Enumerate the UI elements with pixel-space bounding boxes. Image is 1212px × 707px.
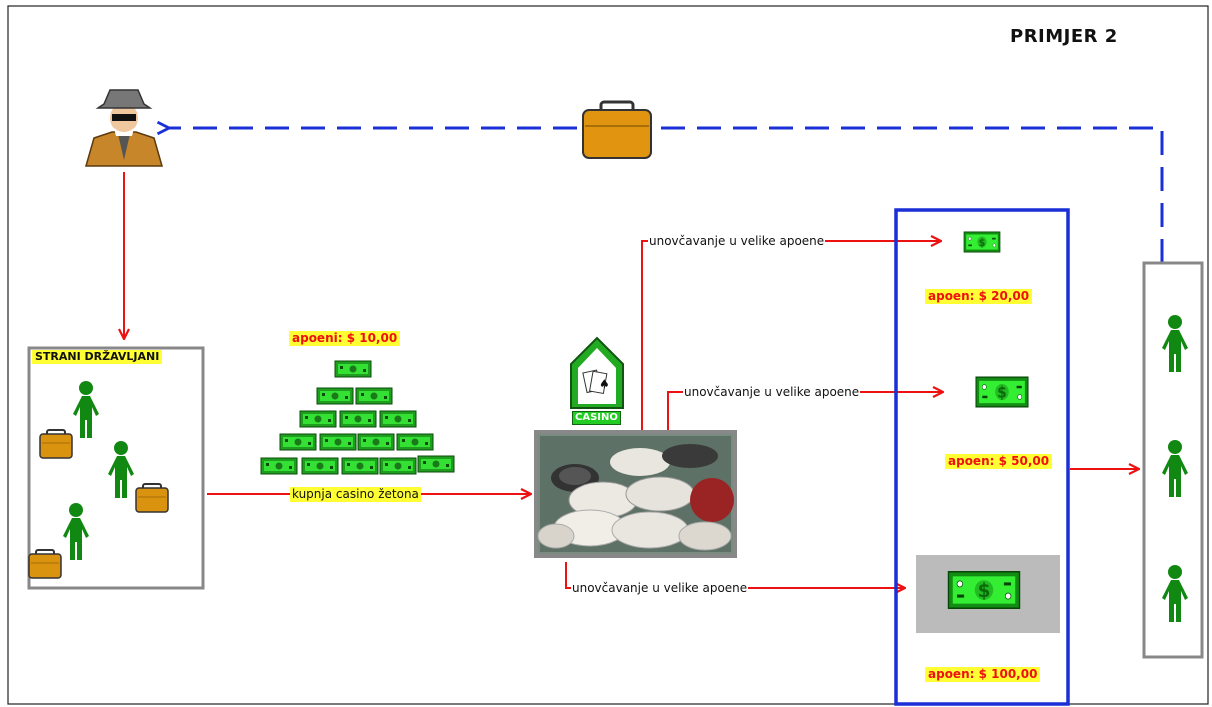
banknote-icon: [975, 376, 1029, 408]
banknote-icon: [319, 433, 357, 451]
briefcase-icon: [39, 429, 73, 459]
casino-icon: ♠: [570, 336, 624, 409]
banknote-icon: [379, 457, 417, 475]
cashout-label-100: unovčavanje u velike apoene: [571, 581, 749, 595]
banknote-icon: [417, 455, 455, 473]
banknote-icon: [279, 433, 317, 451]
group-label: STRANI DRŽAVLJANI: [32, 350, 163, 364]
banknote-pyramid: [260, 360, 455, 475]
output-box: [894, 208, 1070, 706]
denomination-50-label: apoen: $ 50,00: [945, 454, 1053, 469]
cashout-arrow-20: [641, 241, 940, 430]
cashout-label-20: unovčavanje u velike apoene: [648, 234, 826, 248]
casino-label: CASINO: [572, 411, 621, 425]
banknote-icon: [341, 457, 379, 475]
denomination-100-label: apoen: $ 100,00: [925, 667, 1041, 682]
svg-text:♠: ♠: [599, 377, 610, 391]
briefcase-icon: [28, 549, 62, 579]
briefcase-icon: [582, 100, 652, 159]
banknote-icon: [260, 457, 298, 475]
denomination-small-label: apoeni: $ 10,00: [289, 331, 401, 346]
page-title: PRIMJER 2: [1010, 26, 1118, 47]
banknote-icon: [301, 457, 339, 475]
banknote-icon: [339, 410, 377, 428]
banknote-icon: [379, 410, 417, 428]
briefcase-icon: [135, 483, 169, 513]
casino-chips-photo: [534, 430, 737, 558]
spy-icon: [85, 89, 163, 167]
denomination-20-label: apoen: $ 20,00: [925, 289, 1033, 304]
banknote-icon: [355, 387, 393, 405]
outer-frame: [7, 5, 1209, 705]
cashout-arrow-100: [565, 562, 904, 588]
return-arrow: [168, 128, 1164, 263]
buy-chips-label: kupnja casino žetona: [290, 487, 421, 502]
banknote-icon: [396, 433, 434, 451]
banknote-icon: [963, 231, 1001, 253]
banknote-icon: [357, 433, 395, 451]
cashout-label-50: unovčavanje u velike apoene: [683, 385, 861, 399]
banknote-icon: [334, 360, 372, 378]
banknote-icon: [947, 571, 1021, 609]
banknote-icon: [316, 387, 354, 405]
banknote-icon: [299, 410, 337, 428]
